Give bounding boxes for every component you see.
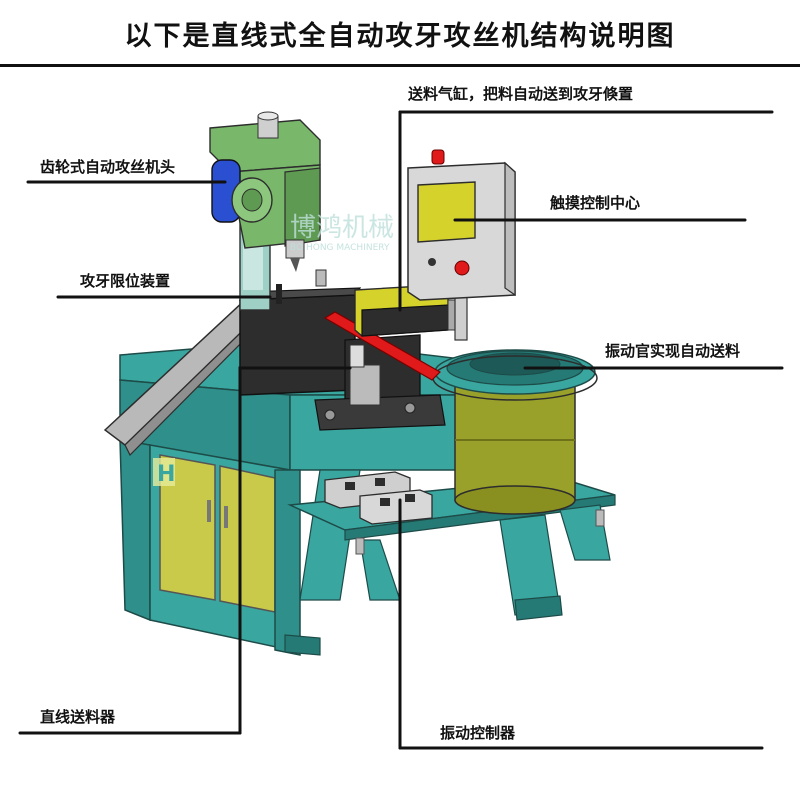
label-limit-device: 攻牙限位装置 — [80, 272, 171, 290]
label-feed-cylinder: 送料气缸，把料自动送到攻牙倏置 — [408, 85, 634, 103]
callout-leaders — [18, 110, 784, 750]
watermark-en: BO HONG MACHINERY — [290, 243, 390, 253]
label-vibration-feed: 振动官实现自动送料 — [605, 342, 741, 360]
leader-linear-v — [238, 366, 352, 735]
label-linear-feeder: 直线送料器 — [40, 708, 116, 726]
label-vibration-controller: 振动控制器 — [440, 724, 516, 742]
page-title: 以下是直线式全自动攻牙攻丝机结构说明图 — [124, 21, 676, 52]
label-tapping-head: 齿轮式自动攻丝机头 — [40, 158, 176, 176]
tapping-head — [209, 111, 327, 287]
title-rule — [0, 64, 800, 67]
vibration-controllers — [324, 471, 433, 525]
control-box — [407, 149, 516, 341]
watermark-logo-letter: H — [157, 462, 175, 487]
feed-slide — [323, 311, 441, 381]
watermark-logo — [153, 458, 175, 486]
label-touch-control: 触摸控制中心 — [550, 194, 641, 212]
watermark-cn: 博鸿机械 — [290, 213, 394, 243]
vibratory-bowl — [432, 349, 598, 515]
tapping-unit — [238, 282, 446, 431]
